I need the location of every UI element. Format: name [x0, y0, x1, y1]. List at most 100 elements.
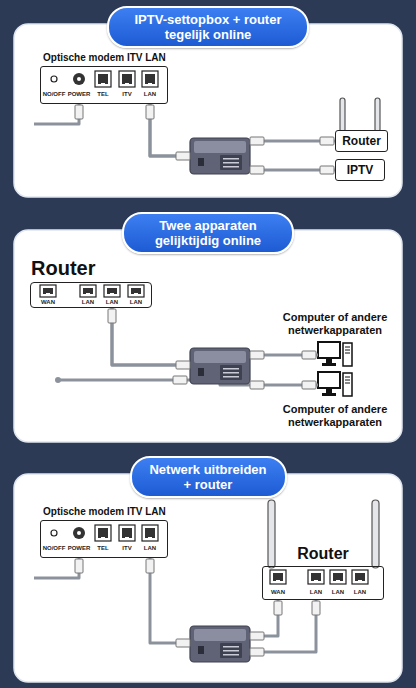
tower-slot [345, 353, 350, 354]
ethernet-port [119, 525, 135, 541]
port-socket [83, 288, 93, 294]
port-notch [125, 537, 129, 539]
rj45-plug [173, 376, 187, 384]
port-socket [107, 288, 117, 294]
badge-stripe [223, 372, 239, 374]
rj45-plug [250, 632, 264, 640]
port-notch [148, 83, 152, 85]
port-notch [101, 537, 105, 539]
monitor-base [322, 363, 336, 366]
splitter-body [190, 626, 250, 662]
monitor-stand [326, 389, 332, 393]
rj45-plug [302, 351, 316, 359]
panel: Netwerk uitbreiden + routerOptische mode… [14, 474, 402, 682]
ethernet-port [352, 570, 368, 584]
splitter-face [194, 141, 246, 153]
monitor [318, 372, 340, 388]
rj45-plug [75, 559, 83, 573]
tower-slot [345, 347, 350, 348]
antenna [340, 98, 345, 132]
port-notch [276, 580, 280, 582]
modem-box: Optische modem ITV LAN [40, 66, 168, 104]
pc-tower [343, 343, 352, 366]
rj45-plug [146, 559, 154, 573]
rj45-plug [274, 601, 282, 615]
node-label: Optische modem ITV LAN [43, 52, 166, 64]
splitter-badge [220, 365, 242, 380]
power-jack-pin [77, 77, 81, 81]
port-label: WAN [41, 299, 55, 306]
rj45-plug [176, 639, 190, 647]
device-box: IPTV [335, 159, 385, 181]
node-label: Computer of andere netwerkapparaten [270, 311, 400, 337]
badge-stripe [223, 166, 239, 168]
power-jack [73, 527, 85, 539]
ethernet-port [119, 71, 135, 87]
badge-stripe [223, 162, 239, 164]
cable [34, 104, 79, 124]
tower-slot [345, 380, 350, 381]
power-plug-end [55, 377, 61, 383]
port-label: POWER [68, 545, 91, 552]
rj45-plug [146, 105, 154, 119]
cable [250, 600, 316, 652]
section-heading: Netwerk uitbreiden + router [130, 456, 287, 498]
port-socket [131, 288, 141, 294]
port-label: NO/OFF [43, 91, 66, 98]
antenna [372, 500, 379, 568]
power-jack [73, 73, 85, 85]
splitter-badge [220, 155, 242, 170]
rj45-plug [75, 105, 83, 119]
splitter-face [194, 629, 246, 641]
splitter-body [190, 348, 250, 384]
switch-button [51, 76, 57, 82]
panel-ground [14, 230, 402, 442]
port-socket [145, 74, 155, 84]
port-notch [134, 293, 138, 295]
ethernet-port [104, 285, 120, 297]
port-label: LAN [130, 299, 142, 306]
badge-stripe [223, 650, 239, 652]
node-label: Optische modem ITV LAN [43, 506, 166, 518]
splitter-badge [220, 643, 242, 658]
rj45-plug [312, 601, 320, 615]
computer-node: Computer of andere netwerkapparaten [318, 342, 352, 368]
port-notch [336, 580, 340, 582]
ethernet-port [142, 525, 158, 541]
rj45-plug [176, 361, 190, 369]
port-notch [86, 293, 90, 295]
port-notch [358, 580, 362, 582]
splitter-face [194, 351, 246, 363]
panel-ground [14, 474, 402, 682]
tower-slot [345, 383, 350, 384]
port-socket [98, 528, 108, 538]
antenna [375, 98, 380, 132]
port-notch [101, 83, 105, 85]
port-socket [122, 74, 132, 84]
node-label: Router [342, 134, 381, 148]
node-label: Router [263, 544, 383, 563]
badge-stripe [223, 368, 239, 370]
rj45-plug [302, 381, 316, 389]
rj45-plug [176, 152, 190, 160]
splitter-body [190, 138, 250, 174]
rj45-plug [250, 137, 264, 145]
port-label: NO/OFF [43, 545, 66, 552]
splitter-led [198, 646, 204, 654]
rj45-plug [250, 351, 264, 359]
antenna [268, 500, 275, 568]
rj45-plug [250, 166, 264, 174]
section-heading: Twee apparaten gelijktijdig online [122, 212, 294, 254]
ethernet-port [40, 285, 56, 297]
port-notch [148, 537, 152, 539]
badge-stripe [223, 654, 239, 656]
port-label: ITV [122, 91, 131, 98]
monitor [318, 342, 340, 358]
port-label: ITV [122, 545, 131, 552]
port-label: LAN [144, 545, 156, 552]
port-label: POWER [68, 91, 91, 98]
splitter-led [198, 158, 204, 166]
node-label: Computer of andere netwerkapparaten [270, 403, 400, 429]
ethernet-port [95, 525, 111, 541]
